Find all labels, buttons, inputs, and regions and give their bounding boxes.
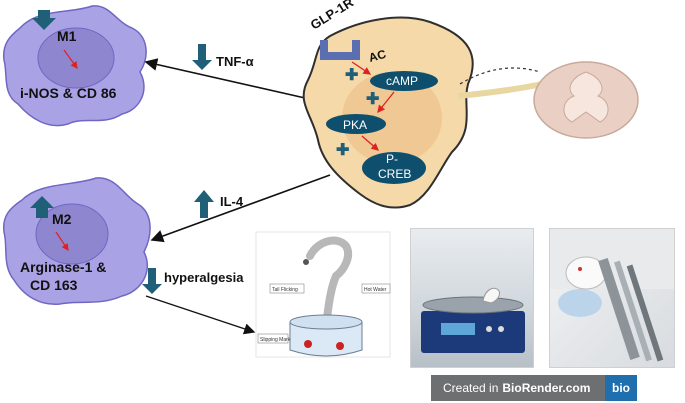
hot-plate-photo [410,228,534,368]
hyperalgesia-arrow [145,295,256,335]
badge-created-in: Created in [443,381,499,395]
hot-water-label: Hot Water [364,287,387,293]
slipping-mark-label: Slipping Mark [260,337,291,343]
tnf-label: TNF-α [216,54,254,69]
biorender-logo: bio [605,375,637,401]
pcreb-label-2: CREB [378,167,411,181]
m2-label: M2 [52,211,72,227]
tail-flicking-label: Tail Flicking [272,287,298,293]
hyperalgesia-label: hyperalgesia [164,270,244,285]
neuron [302,16,561,209]
glp1r-receptor [320,40,360,60]
up-arrow-icon [30,196,54,218]
pka-pill [326,114,386,134]
m1-macrophage: M1 i-NOS & CD 86 [2,5,147,127]
camp-pill [370,71,438,91]
pcreb-pill [362,152,426,184]
pka-label: PKA [343,118,367,132]
camp-label: cAMP [386,74,418,88]
cross-icon: ✚ [345,67,358,84]
m2-markers-label-2: CD 163 [30,277,78,293]
tail-immersion-figure: Tail Flicking Hot Water Slipping Mark [255,231,391,358]
m1-label: M1 [57,28,77,44]
il4-arrow [150,174,331,243]
hyperalgesia-down-icon [142,268,162,294]
badge-brand: BioRender.com [502,381,591,395]
m1-markers-label: i-NOS & CD 86 [20,85,117,101]
il4-label: IL-4 [220,194,244,209]
m2-markers-label-1: Arginase-1 & [20,259,106,275]
ac-label: AC [367,47,388,65]
pcreb-label-1: P- [386,152,398,166]
spinal-cord [533,61,639,139]
cross-icon: ✚ [366,91,379,108]
tnf-down-icon [192,44,212,70]
tnf-arrow [144,58,306,99]
m2-macrophage: M2 Arginase-1 & CD 163 [2,177,151,305]
il4-up-icon [194,190,214,218]
down-arrow-icon [32,10,56,30]
tail-flick-photo [549,228,675,368]
biorender-badge: Created in BioRender.com bio [431,375,637,401]
cross-icon: ✚ [336,142,349,159]
